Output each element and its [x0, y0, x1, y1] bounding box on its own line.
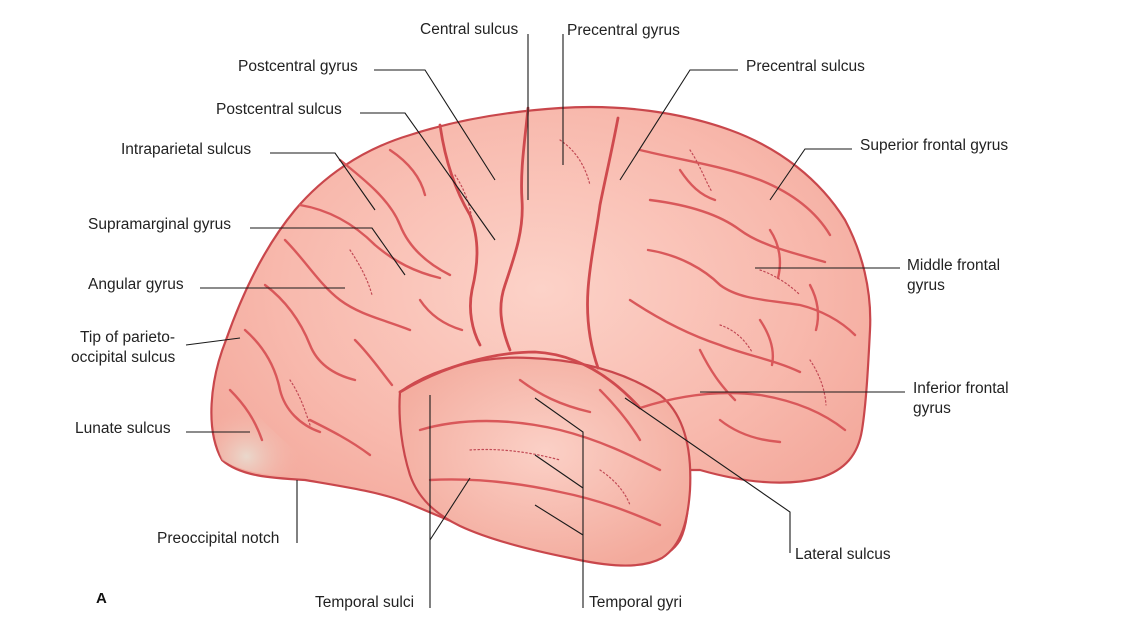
label-angular-gyrus: Angular gyrus: [88, 276, 184, 293]
label-postcentral-sulcus: Postcentral sulcus: [216, 101, 342, 118]
label-lunate-sulcus: Lunate sulcus: [75, 420, 171, 437]
label-middle-frontal-gyrus-line2: gyrus: [907, 277, 945, 294]
label-temporal-sulci: Temporal sulci: [315, 594, 414, 611]
label-precentral-gyrus: Precentral gyrus: [567, 22, 680, 39]
label-inferior-frontal-gyrus-line2: gyrus: [913, 400, 951, 417]
label-supramarginal-gyrus: Supramarginal gyrus: [88, 216, 231, 233]
label-temporal-gyri: Temporal gyri: [589, 594, 682, 611]
label-preoccipital-notch: Preoccipital notch: [157, 530, 279, 547]
label-lateral-sulcus: Lateral sulcus: [795, 546, 891, 563]
leader-lines: [185, 34, 905, 608]
label-middle-frontal-gyrus-line1: Middle frontal: [907, 257, 1000, 274]
label-precentral-sulcus: Precentral sulcus: [746, 58, 865, 75]
label-tip-parieto-occipital-line2: occipital sulcus: [71, 349, 175, 366]
label-intraparietal-sulcus: Intraparietal sulcus: [121, 141, 251, 158]
label-postcentral-gyrus: Postcentral gyrus: [238, 58, 358, 75]
panel-letter: A: [96, 590, 107, 607]
label-tip-parieto-occipital-line1: Tip of parieto-: [80, 329, 175, 346]
label-central-sulcus: Central sulcus: [420, 21, 518, 38]
label-inferior-frontal-gyrus-line1: Inferior frontal: [913, 380, 1009, 397]
label-superior-frontal-gyrus: Superior frontal gyrus: [860, 137, 1008, 154]
